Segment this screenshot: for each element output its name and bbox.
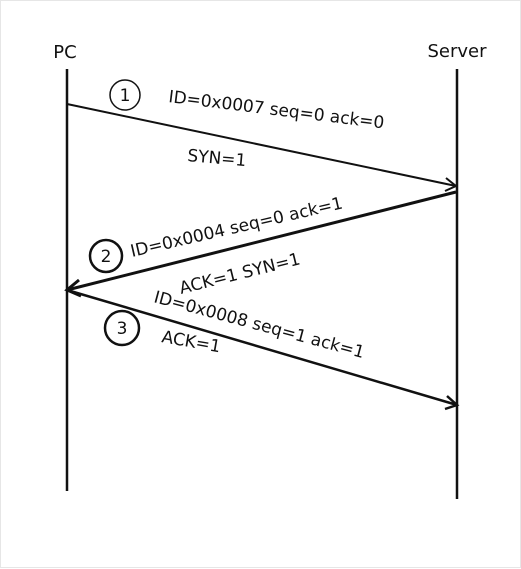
step-marker-1: 1: [109, 79, 141, 111]
message-arrow-2: [64, 190, 457, 298]
step-number-2: 2: [101, 247, 112, 267]
step-marker-3: 3: [103, 309, 141, 347]
message-arrow-3: [66, 288, 460, 411]
message-1-header: ID=0x0007 seq=0 ack=0: [167, 87, 385, 133]
step-number-3: 3: [117, 319, 128, 339]
pc-label: PC: [53, 42, 76, 63]
step-number-1: 1: [120, 86, 131, 106]
step-marker-2: 2: [88, 238, 124, 274]
message-1-flags: SYN=1: [187, 146, 247, 171]
message-arrow-1: [66, 103, 458, 192]
server-label: Server: [427, 41, 487, 62]
